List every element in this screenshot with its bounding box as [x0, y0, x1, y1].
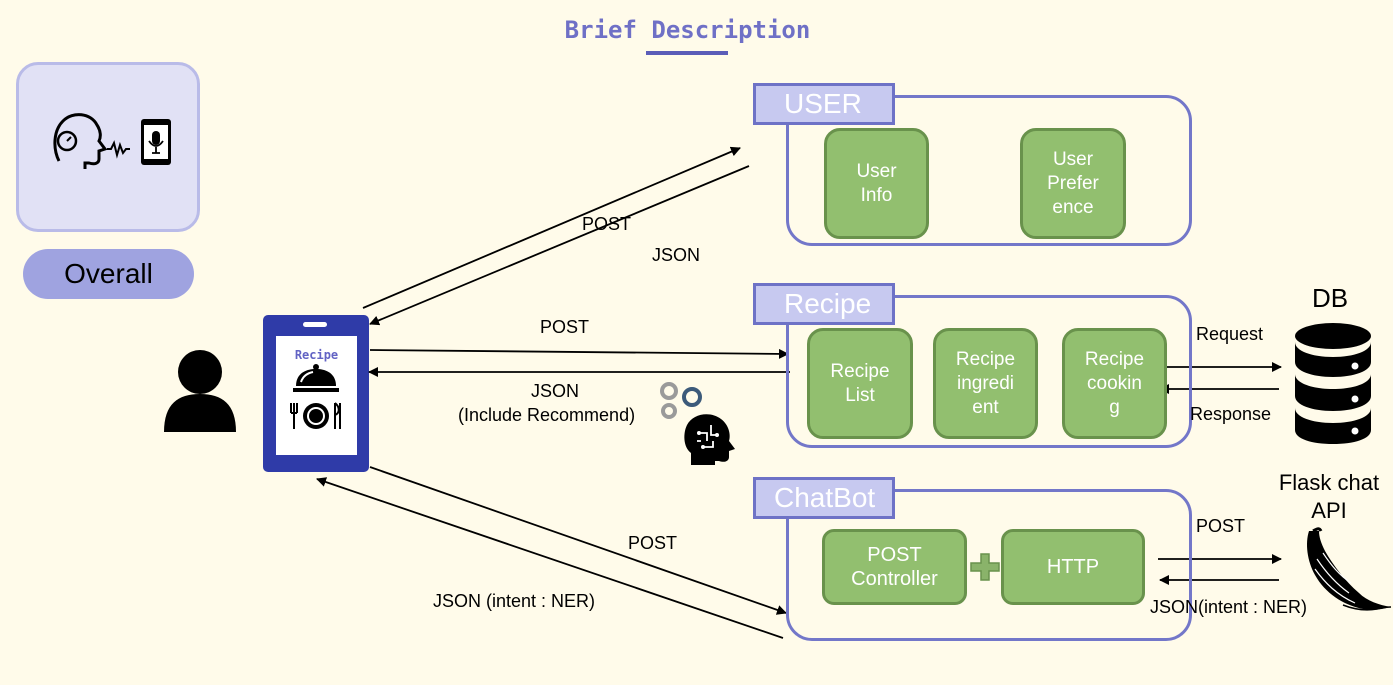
arrow-chat-json [316, 477, 784, 639]
db-title: DB [1312, 283, 1349, 313]
recipe-group [786, 295, 1192, 448]
title-underline [646, 51, 728, 55]
recipe-ingredient-box: Recipe ingredi ent [933, 328, 1038, 439]
arrow-user-json [369, 165, 750, 326]
speaking-head-icon [53, 113, 130, 169]
phone-app-label: Recipe [294, 348, 339, 362]
plus-icon [970, 553, 1000, 581]
user-json-label: JSON [652, 245, 701, 265]
user-group [786, 95, 1192, 246]
flask-title: Flask chat API [1278, 470, 1380, 523]
user-preference-box: User Prefer ence [1020, 128, 1126, 239]
user-info-box: User Info [824, 128, 929, 239]
recipe-json-label: JSON [531, 381, 580, 401]
chat-post-label: POST [628, 533, 678, 553]
recipe-group-tab: Recipe [753, 283, 895, 325]
overall-card [16, 62, 200, 232]
recipe-json-note: (Include Recommend) [458, 405, 636, 425]
flask-post-label: POST [1196, 516, 1246, 536]
overall-button[interactable]: Overall [23, 249, 194, 299]
phone-screen [276, 336, 357, 455]
ai-head-gears-icon [660, 382, 735, 465]
flask-json-label: JSON(intent : NER) [1150, 597, 1308, 617]
post-controller-box: POST Controller [822, 529, 967, 605]
arrow-user-post [362, 146, 741, 309]
chatbot-group-tab: ChatBot [753, 477, 895, 519]
user-icon [164, 350, 236, 432]
cloche-icon [293, 364, 339, 392]
user-post-label: POST [582, 214, 632, 234]
phone-speaker [303, 322, 327, 327]
plate-cutlery-icon [290, 402, 341, 429]
database-icon [1295, 323, 1371, 444]
flask-horn-icon [1307, 527, 1392, 611]
http-box: HTTP [1001, 529, 1145, 605]
chat-json-label: JSON (intent : NER) [433, 591, 596, 611]
arrow-recipe-post [369, 348, 789, 359]
recipe-list-box: Recipe List [807, 328, 913, 439]
user-group-tab: USER [753, 83, 895, 125]
smartphone-mic-icon [141, 119, 171, 165]
page-title: Brief Description [564, 16, 811, 44]
recipe-cooking-box: Recipe cookin g [1062, 328, 1167, 439]
arrow-chat-post [369, 466, 787, 615]
chatbot-group [786, 489, 1192, 641]
recipe-post-label: POST [540, 317, 590, 337]
db-request-label: Request [1196, 324, 1264, 344]
db-response-label: Response [1190, 404, 1272, 424]
